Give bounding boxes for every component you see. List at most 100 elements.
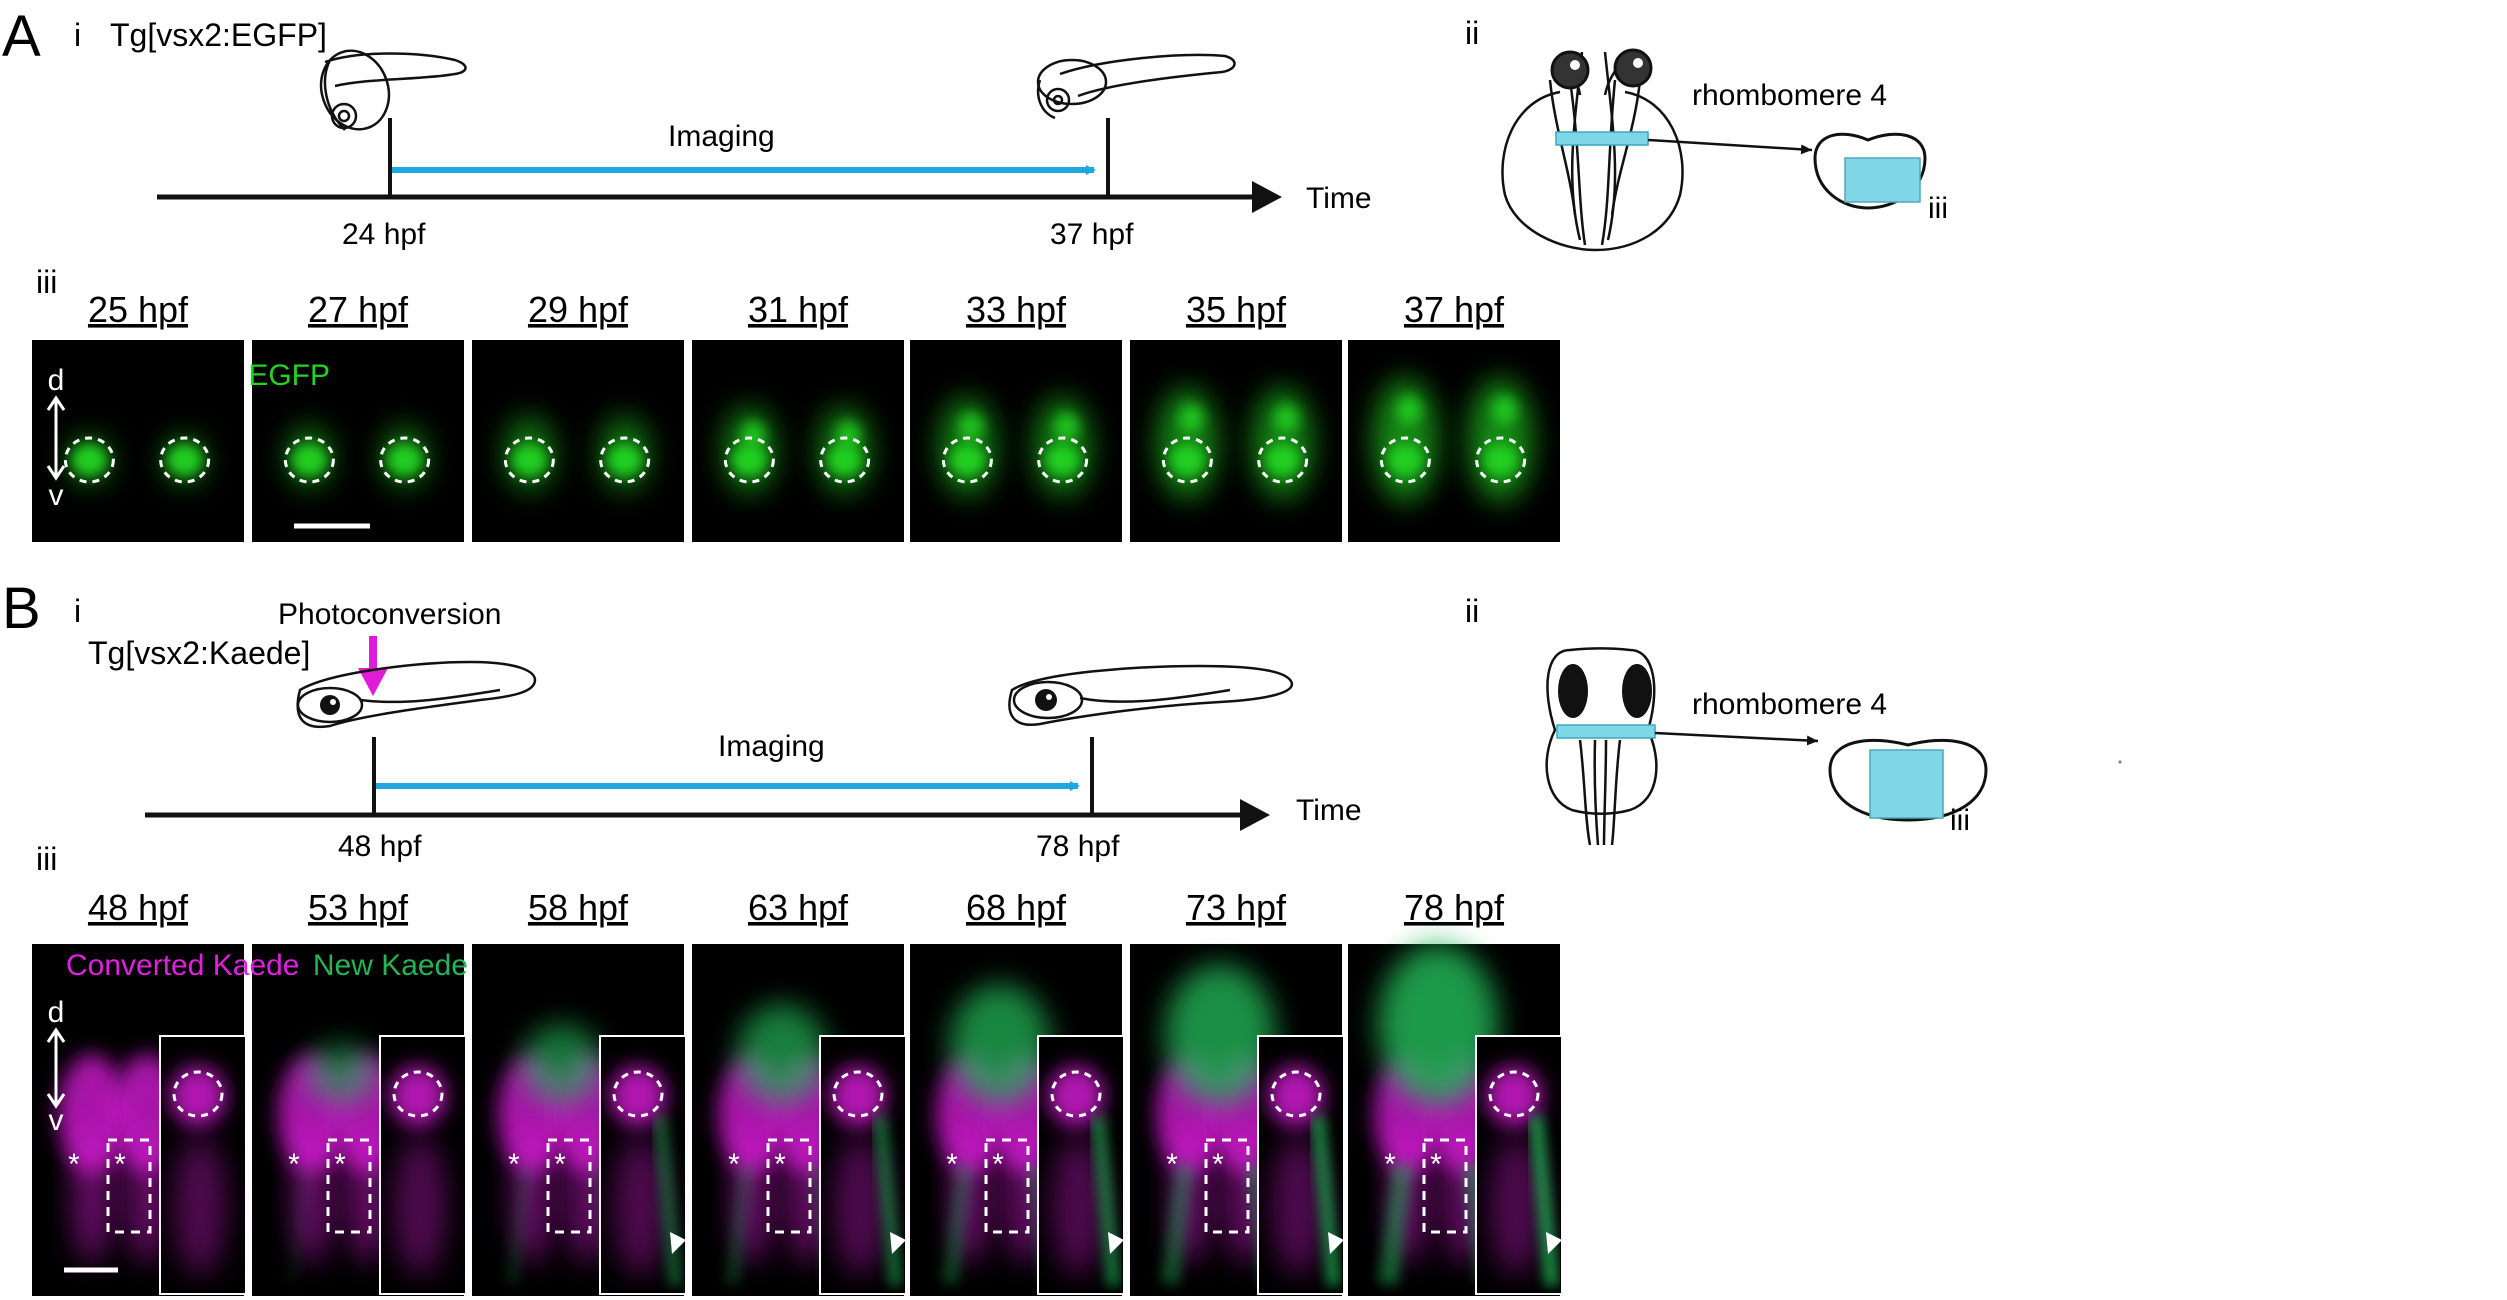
asterisk-marker: * bbox=[992, 1148, 1004, 1181]
kaede-timepoint-6: 73 hpf** bbox=[1130, 887, 1345, 1296]
timepoint-label: 78 hpf bbox=[1404, 887, 1505, 928]
egfp-signal-dorsal bbox=[741, 421, 766, 449]
rhombomere-slice-b bbox=[1556, 724, 1656, 739]
inset-arrowhead bbox=[1328, 1232, 1344, 1254]
transgene-b-label: Tg[vsx2:Kaede] bbox=[88, 635, 310, 671]
inset-magenta-signal bbox=[394, 1136, 446, 1276]
converted-kaede-ventral bbox=[72, 1124, 112, 1264]
asterisk-marker: * bbox=[774, 1148, 786, 1181]
inset-magenta-signal bbox=[174, 1136, 226, 1276]
inset-green-axon bbox=[653, 1115, 683, 1287]
egfp-timepoint-5: 33 hpf bbox=[910, 289, 1122, 542]
zoom-inset bbox=[1475, 1035, 1563, 1295]
egfp-signal-dorsal bbox=[959, 412, 984, 441]
dv-arrowhead-down bbox=[46, 1093, 66, 1109]
egfp-signal-core bbox=[1264, 444, 1301, 476]
inset-green-axon bbox=[1091, 1115, 1121, 1287]
egfp-signal-glow bbox=[1373, 378, 1438, 502]
converted-kaede-label: Converted Kaede bbox=[66, 949, 300, 982]
panel-letter-b: B bbox=[2, 576, 41, 641]
egfp-timepoint-3: 29 hpf bbox=[472, 289, 684, 542]
inset-magenta-soma bbox=[610, 1066, 666, 1126]
egfp-signal-core bbox=[826, 444, 863, 476]
rhombomere-slice-a bbox=[1555, 131, 1649, 146]
zoom-inset bbox=[819, 1035, 907, 1295]
egfp-signal-core bbox=[949, 444, 986, 476]
new-kaede-signal bbox=[1378, 944, 1498, 1104]
left-lens-a bbox=[1570, 60, 1580, 70]
kaede-timepoint-1: 48 hpf** bbox=[32, 887, 247, 1296]
asterisk-marker: * bbox=[728, 1148, 740, 1181]
asterisk-marker: * bbox=[68, 1148, 80, 1181]
timepoint-label: 37 hpf bbox=[1404, 289, 1505, 330]
timeline-a-arrowhead bbox=[1252, 181, 1282, 213]
kaede-timepoint-3: 58 hpf** bbox=[472, 887, 687, 1296]
right-lens-a bbox=[1633, 58, 1643, 68]
inset-magenta-soma bbox=[1268, 1066, 1324, 1126]
new-kaede-signal bbox=[307, 1044, 377, 1104]
panel-a: A i Tg[vsx2:EGFP] Imaging 24 hpf 37 hpf … bbox=[2, 4, 1948, 542]
egfp-signal-core bbox=[71, 444, 108, 476]
egfp-signal-core bbox=[291, 444, 328, 476]
timepoint-label: 33 hpf bbox=[966, 289, 1067, 330]
egfp-signal-dorsal bbox=[1492, 396, 1517, 424]
timepoint-label: 35 hpf bbox=[1186, 289, 1287, 330]
larva-78hpf-drawing bbox=[1008, 664, 1294, 726]
dorsal-label: d bbox=[48, 364, 65, 397]
panel-b: B i Photoconversion Tg[vsx2:Kaede] Imagi… bbox=[2, 576, 2122, 1296]
imaging-label-a: Imaging bbox=[668, 120, 775, 153]
zoom-region-box bbox=[326, 1138, 372, 1234]
timepoint-label: 68 hpf bbox=[966, 887, 1067, 928]
cell-outline-circle bbox=[1379, 436, 1431, 484]
egfp-signal-dorsal bbox=[1274, 404, 1299, 433]
converted-kaede-ventral bbox=[127, 1124, 167, 1264]
inset-magenta-soma bbox=[830, 1066, 886, 1126]
inset-arrowhead bbox=[670, 1232, 686, 1254]
inset-magenta-signal bbox=[1052, 1136, 1104, 1276]
asterisk-marker: * bbox=[508, 1148, 520, 1181]
larva-48hpf-eye bbox=[320, 695, 340, 715]
new-kaede-label: New Kaede bbox=[313, 949, 468, 982]
right-eye-a bbox=[1613, 48, 1653, 88]
zoom-region-box bbox=[106, 1138, 152, 1234]
egfp-signal-core bbox=[166, 444, 203, 476]
rhombomere-label-a: rhombomere 4 bbox=[1692, 79, 1887, 112]
timepoint-label: 31 hpf bbox=[748, 289, 849, 330]
start-time-a: 24 hpf bbox=[342, 218, 426, 251]
embryo-24hpf-drawing bbox=[319, 49, 467, 131]
inset-magenta-signal bbox=[614, 1136, 666, 1276]
kaede-timepoint-4: 63 hpf** bbox=[692, 887, 907, 1296]
slice-pointer-a bbox=[1647, 138, 1813, 155]
inset-magenta-signal bbox=[1490, 1136, 1542, 1276]
larva-dorsal-view-a bbox=[1501, 51, 1684, 252]
end-time-b: 78 hpf bbox=[1036, 830, 1120, 863]
inset-cell-circle bbox=[1488, 1070, 1540, 1118]
kaede-timepoint-7: 78 hpf** bbox=[1348, 887, 1563, 1296]
cell-outline-circle bbox=[63, 436, 115, 484]
timepoint-label: 27 hpf bbox=[308, 289, 409, 330]
timeline-b-arrowhead bbox=[1240, 799, 1270, 831]
time-axis-label-a: Time bbox=[1306, 182, 1372, 215]
egfp-channel-label: EGFP bbox=[248, 359, 330, 392]
imaging-label-b: Imaging bbox=[718, 730, 825, 763]
converted-kaede-ventral bbox=[347, 1124, 387, 1264]
inset-magenta-signal bbox=[1272, 1136, 1324, 1276]
new-kaede-signal bbox=[522, 1024, 602, 1104]
egfp-signal-core bbox=[511, 444, 548, 476]
egfp-signal-glow bbox=[1157, 387, 1218, 500]
asterisk-marker: * bbox=[114, 1148, 126, 1181]
egfp-signal-core bbox=[1482, 444, 1519, 476]
egfp-image bbox=[252, 340, 464, 542]
dorsal-label: d bbox=[48, 996, 65, 1029]
dv-arrowhead-up bbox=[46, 395, 66, 411]
dv-arrowhead-up bbox=[46, 1027, 66, 1043]
egfp-signal-core bbox=[386, 444, 423, 476]
cross-section-region-b bbox=[1869, 749, 1944, 819]
inset-magenta-soma bbox=[390, 1066, 446, 1126]
egfp-timepoint-1: 25 hpf bbox=[32, 289, 244, 542]
panel-a-ii-label: ii bbox=[1465, 15, 1479, 51]
cross-section-region-a bbox=[1844, 157, 1921, 203]
zoom-region-box bbox=[766, 1138, 812, 1234]
right-eye-b bbox=[1622, 664, 1652, 718]
